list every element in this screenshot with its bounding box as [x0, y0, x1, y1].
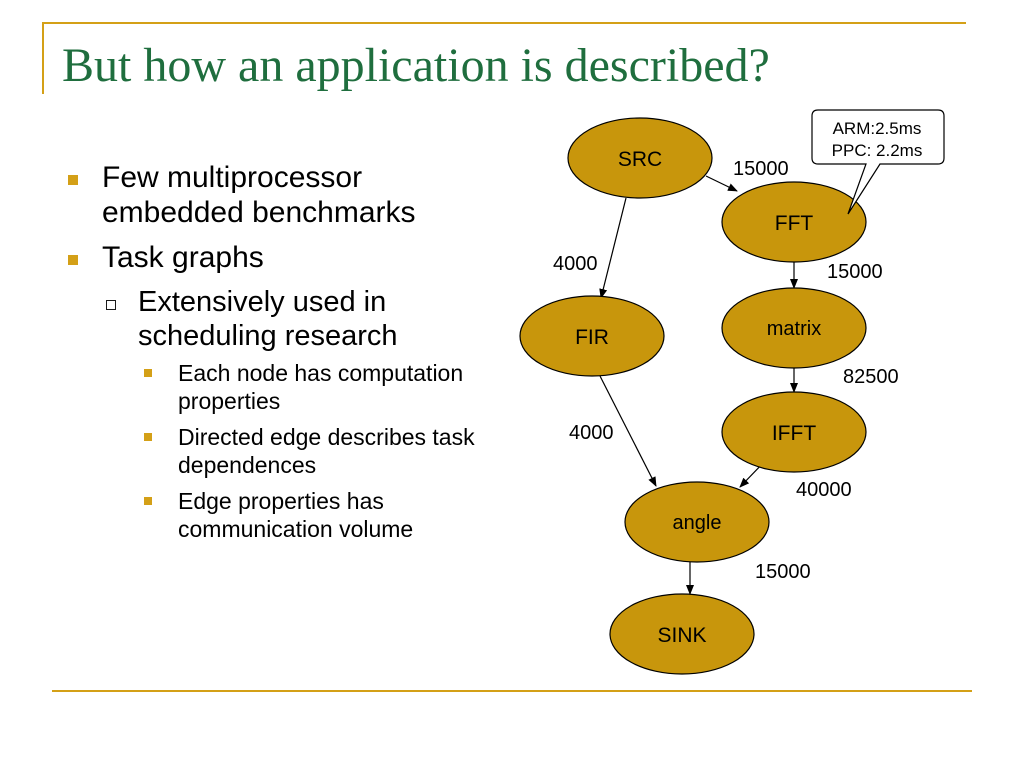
callout-text: PPC: 2.2ms	[832, 141, 923, 160]
edge-label: 82500	[843, 366, 899, 388]
edge-label: 4000	[553, 253, 598, 275]
edge-src-fft	[705, 175, 738, 192]
edge-label: 40000	[796, 479, 852, 501]
square-bullet-icon	[68, 175, 78, 185]
edge-label: 15000	[733, 158, 789, 180]
callout-bubble: ARM:2.5ms PPC: 2.2ms	[811, 109, 945, 215]
edge-label: 4000	[569, 422, 614, 444]
sub-sub-bullet-item: Edge properties has communication volume	[62, 487, 502, 543]
sub-sub-bullet-item: Each node has computation properties	[62, 359, 502, 415]
bullet-text: Directed edge describes task dependences	[178, 424, 475, 478]
hollow-square-bullet-icon	[106, 300, 116, 310]
node-matrix: matrix	[721, 287, 867, 369]
node-label: IFFT	[772, 422, 816, 445]
square-bullet-icon	[144, 369, 152, 377]
node-label: SRC	[618, 148, 662, 171]
sub-bullet-item: Extensively used in scheduling research	[62, 285, 502, 353]
title-rule-left	[42, 22, 44, 94]
bullet-text: Each node has computation properties	[178, 360, 464, 414]
bullet-text: Few multiprocessor embedded benchmarks	[102, 161, 416, 229]
node-label: FIR	[575, 326, 609, 349]
bullet-text: Extensively used in scheduling research	[138, 286, 398, 352]
square-bullet-icon	[144, 497, 152, 505]
node-label: matrix	[767, 318, 821, 340]
node-fir: FIR	[519, 295, 665, 377]
node-label: FFT	[775, 212, 814, 235]
node-label: SINK	[657, 624, 706, 647]
title-rule-top	[42, 22, 966, 24]
node-fft: FFT	[721, 181, 867, 263]
bullet-item: Task graphs	[62, 240, 502, 275]
bullet-item: Few multiprocessor embedded benchmarks	[62, 160, 502, 230]
edge-src-fir	[599, 197, 627, 299]
node-src: SRC	[567, 117, 713, 199]
bullet-text: Edge properties has communication volume	[178, 488, 414, 542]
node-sink: SINK	[609, 593, 755, 675]
edge-label: 15000	[755, 561, 811, 583]
node-ifft: IFFT	[721, 391, 867, 473]
square-bullet-icon	[144, 433, 152, 441]
bullet-list: Few multiprocessor embedded benchmarks T…	[62, 160, 502, 551]
bullet-text: Task graphs	[102, 241, 264, 274]
node-angle: angle	[624, 481, 770, 563]
node-label: angle	[673, 512, 722, 534]
sub-sub-bullet-item: Directed edge describes task dependences	[62, 423, 502, 479]
callout-text: ARM:2.5ms	[833, 119, 922, 138]
edge-label: 15000	[827, 261, 883, 283]
slide-title: But how an application is described?	[62, 39, 770, 92]
footer-rule	[52, 690, 972, 692]
edge-fir-angle	[599, 375, 657, 487]
square-bullet-icon	[68, 255, 78, 265]
